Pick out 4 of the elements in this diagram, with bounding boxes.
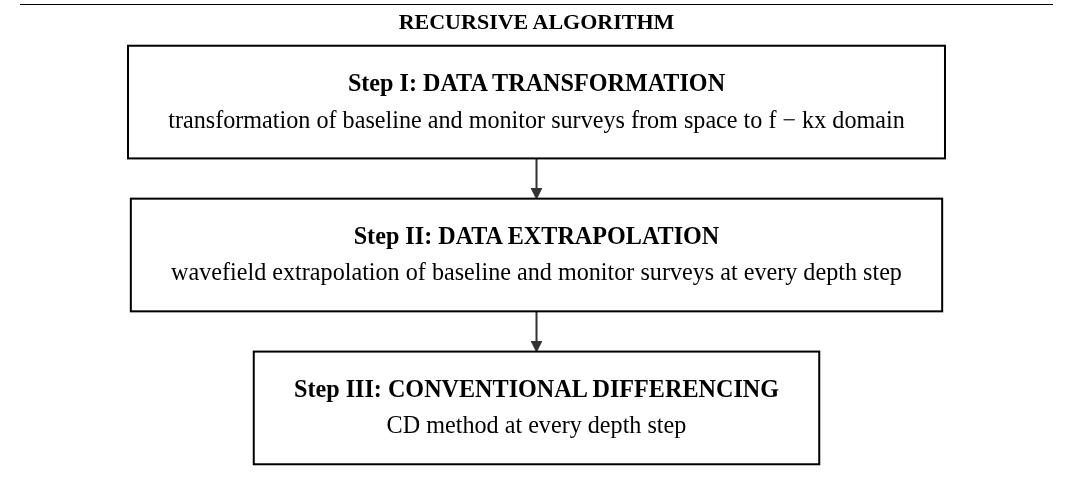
diagram-title: RECURSIVE ALGORITHM bbox=[397, 9, 676, 35]
node-box: Step II: DATA EXTRAPOLATION wavefield extrapolation of baseline and monitor surveys at every depth step bbox=[129, 197, 944, 313]
node-box: Step III: CONVENTIONAL DIFFERENCING CD method at every depth step bbox=[252, 350, 821, 466]
node-box: Step I: DATA TRANSFORMATION transformation of baseline and monitor surveys from space to f − kx domain bbox=[127, 44, 946, 160]
